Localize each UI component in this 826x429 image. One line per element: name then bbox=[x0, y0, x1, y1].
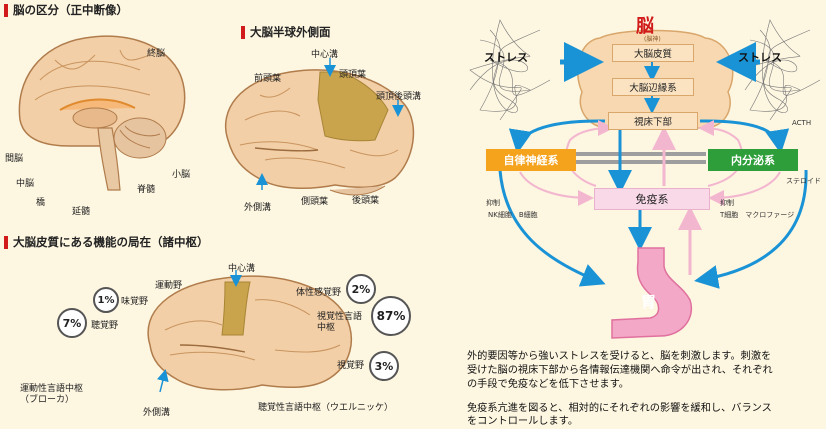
label-gustatory-area: 味覚野 bbox=[121, 294, 148, 307]
stress-label-left: ストレス bbox=[484, 49, 528, 65]
label-temporal-lobe: 側頭葉 bbox=[301, 194, 328, 207]
label-frontal-lobe: 前頭葉 bbox=[254, 71, 281, 84]
label-pons: 橋 bbox=[36, 195, 45, 208]
label-t-cells-macrophage: T細胞 マクロファージ bbox=[720, 210, 794, 220]
box-endocrine-system: 内分泌系 bbox=[708, 149, 798, 171]
label-cerebrum: 終脳 bbox=[147, 46, 165, 59]
stress-scribble-left bbox=[470, 20, 550, 120]
stress-scribble-right bbox=[740, 20, 820, 120]
label-midbrain: 中脳 bbox=[16, 176, 34, 189]
label-acth: ACTH bbox=[792, 119, 811, 127]
label-motor-area: 運動野 bbox=[155, 278, 182, 291]
box-limbic-system: 大脳辺縁系 bbox=[612, 78, 694, 96]
description-line-1: 外的要因等から強いストレスを受けると、脳を刺激します。刺激を bbox=[467, 350, 821, 364]
box-cerebral-cortex: 大脳皮質 bbox=[612, 44, 694, 62]
label-function-central-sulcus: 中心溝 bbox=[228, 261, 255, 274]
description-line-2: 受けた脳の視床下部から各情報伝達機関へ命令が出され、それぞれ bbox=[467, 364, 821, 378]
label-diencephalon: 間脳 bbox=[5, 151, 23, 164]
description-line-5: をコントロールします。 bbox=[467, 415, 821, 429]
percent-badge-visual-language: 87% bbox=[371, 296, 411, 336]
label-broca: （ブローカ） bbox=[20, 392, 74, 405]
percent-badge-gustatory: 1% bbox=[93, 287, 119, 313]
percent-badge-visual: 3% bbox=[369, 351, 399, 381]
description-line-3: の手段で免疫などを低下させます。 bbox=[467, 378, 821, 392]
label-spinal-cord: 脊髄 bbox=[137, 182, 155, 195]
midsagittal-brain bbox=[19, 36, 184, 190]
label-cerebellum: 小脳 bbox=[172, 167, 190, 180]
percent-badge-auditory: 7% bbox=[57, 308, 87, 338]
label-visual-area: 視覚野 bbox=[337, 358, 364, 371]
label-nk-b-cells: NK細胞 B細胞 bbox=[488, 210, 538, 220]
box-immune-system: 免疫系 bbox=[594, 188, 710, 210]
label-parieto-occipital-sulcus: 頭頂後頭溝 bbox=[376, 89, 421, 102]
section-title-brain-regions: 脳の区分（正中断像） bbox=[4, 4, 128, 17]
section-title-lateral-surface: 大脳半球外側面 bbox=[241, 26, 331, 39]
box-hypothalamus: 視床下部 bbox=[608, 112, 698, 130]
brain-subtitle: (脳神) bbox=[644, 34, 661, 43]
stomach-label: 胃 bbox=[641, 291, 656, 312]
section-title-cortex-functions: 大脳皮質にある機能の局在（諸中枢） bbox=[4, 236, 209, 249]
label-parietal-lobe: 頭頂葉 bbox=[339, 67, 366, 80]
percent-badge-somatosensory: 2% bbox=[346, 274, 376, 304]
stress-label-right: ストレス bbox=[738, 49, 782, 65]
label-medulla: 延髄 bbox=[72, 204, 90, 217]
label-lateral-central-sulcus: 中心溝 bbox=[311, 47, 338, 60]
label-inhibit-right: 抑制 bbox=[720, 198, 734, 208]
label-visual-language-2: 中枢 bbox=[317, 320, 335, 333]
label-steroid: ステロイド bbox=[786, 176, 821, 186]
label-function-lateral-sulcus: 外側溝 bbox=[143, 405, 170, 418]
label-inhibit-left: 抑制 bbox=[486, 198, 500, 208]
box-autonomic-nervous-system: 自律神経系 bbox=[486, 149, 576, 171]
label-lateral-sulcus: 外側溝 bbox=[244, 200, 271, 213]
description-line-4: 免疫系亢進を図ると、相対的にそれぞれの影響を緩和し、バランス bbox=[467, 402, 821, 416]
label-occipital-lobe: 後頭葉 bbox=[352, 193, 379, 206]
label-auditory-speech-center: 聴覚性言語中枢（ウエルニッケ） bbox=[258, 400, 393, 413]
label-auditory-area: 聴覚野 bbox=[91, 318, 118, 331]
label-somatosensory-area: 体性感覚野 bbox=[296, 285, 341, 298]
